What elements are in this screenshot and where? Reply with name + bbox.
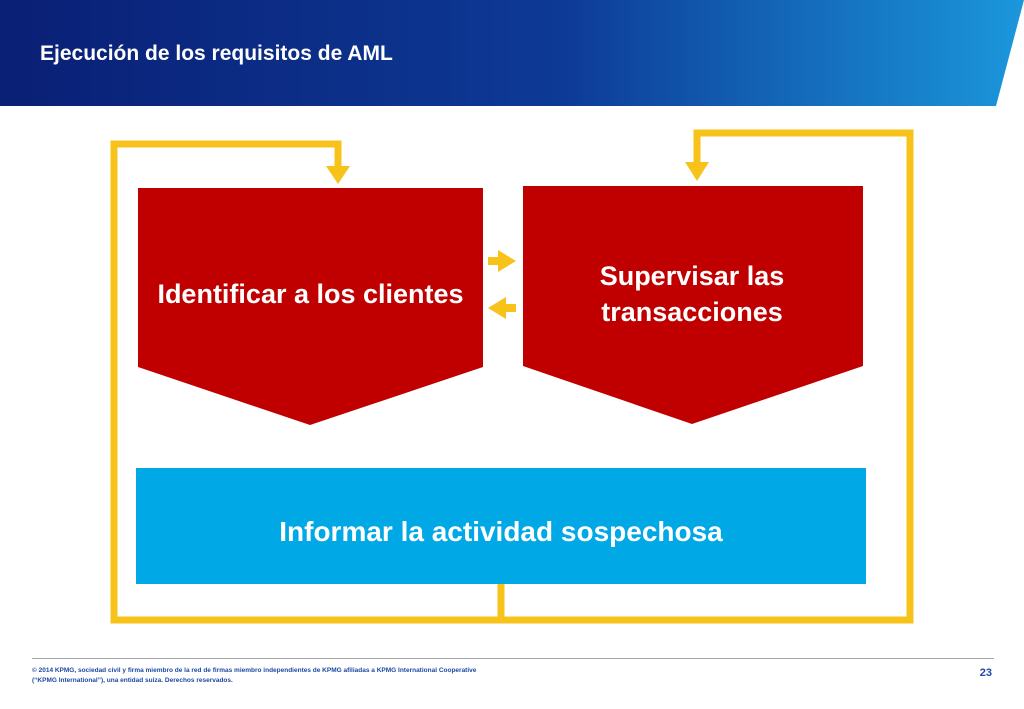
step-report-label: Informar la actividad sospechosa bbox=[279, 516, 723, 547]
arrow-down-into-identify bbox=[326, 166, 350, 184]
step-identify-shape bbox=[138, 188, 483, 425]
page-number: 23 bbox=[979, 667, 992, 679]
feedback-loop-right bbox=[501, 129, 914, 624]
footer-copyright: © 2014 KPMG, sociedad civil y firma miem… bbox=[32, 667, 477, 684]
footer-divider bbox=[32, 658, 994, 659]
arrow-down-into-supervise bbox=[685, 162, 709, 181]
slide-title: Ejecución de los requisitos de AML bbox=[40, 42, 393, 65]
step-identify-label: Identificar a los clientes bbox=[157, 278, 464, 309]
step-report-shape bbox=[136, 468, 866, 584]
arrow-left-icon bbox=[488, 297, 516, 319]
feedback-loop-left bbox=[110, 140, 501, 624]
header-banner: Ejecución de los requisitos de AML bbox=[0, 0, 1024, 106]
arrow-right-icon bbox=[488, 250, 516, 272]
header-background bbox=[0, 0, 1024, 106]
step-supervise-label: Supervisar las transacciones bbox=[599, 261, 785, 327]
step-supervise-shape bbox=[523, 186, 863, 424]
